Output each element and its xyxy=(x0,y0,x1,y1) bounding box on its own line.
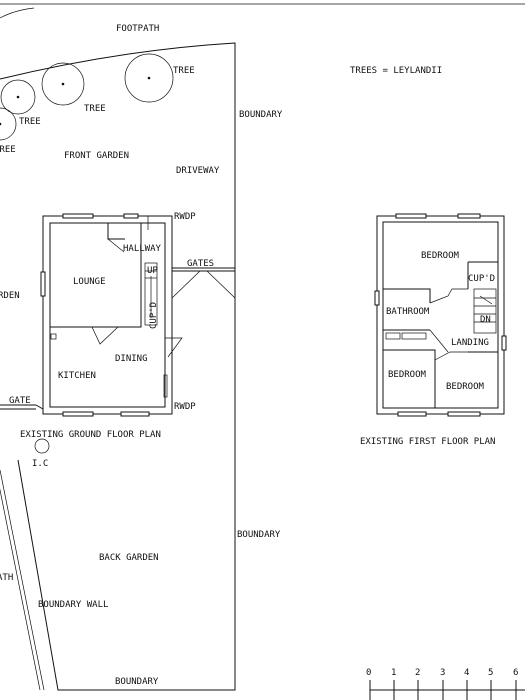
gf-lounge-label: LOUNGE xyxy=(73,277,106,287)
driveway-gates xyxy=(171,267,236,299)
gf-internal-wall xyxy=(50,223,142,328)
trees-note: TREES = LEYLANDII xyxy=(350,66,442,76)
ff-down-label: DN xyxy=(480,315,491,325)
ff-bedroom-front-label: BEDROOM xyxy=(421,251,460,261)
ff-window xyxy=(397,411,427,417)
gf-outer-wall xyxy=(42,215,173,415)
gf-window xyxy=(40,271,46,297)
tree-symbol xyxy=(0,107,17,141)
scale-bar-tick-label: 2 xyxy=(415,668,420,678)
ff-plan-title: EXISTING FIRST FLOOR PLAN xyxy=(360,437,495,447)
footpath-label: FOOTPATH xyxy=(116,24,159,34)
gate-leaf xyxy=(35,404,44,410)
gf-cupboard-label: CUP'D xyxy=(149,302,159,329)
ff-inner-wall xyxy=(382,221,499,409)
gate-leaf xyxy=(171,270,201,299)
tree-label: TREE xyxy=(173,66,195,76)
gf-window xyxy=(62,213,94,219)
gf-hallway-label: HALLWAY xyxy=(123,244,162,254)
boundary-wall-line xyxy=(0,469,45,691)
ff-bedroom-rear-left-label: BEDROOM xyxy=(388,370,427,380)
inspection-chamber-symbol xyxy=(34,438,50,454)
ff-door-swing xyxy=(429,329,449,353)
rwdp-label-bottom: RWDP xyxy=(174,402,196,412)
site-boundary-line xyxy=(0,42,236,691)
ff-internal-wall xyxy=(383,349,436,408)
first-floor-plan: BEDROOM CUP'D BATHROOM DN LANDING BEDROO… xyxy=(360,213,507,447)
gf-window xyxy=(62,411,94,417)
gf-up-label: UP xyxy=(147,266,158,276)
ic-label: I.C xyxy=(32,459,48,469)
tree-label: TREE xyxy=(0,145,16,155)
gf-door-swing xyxy=(107,238,125,253)
ff-bathroom-label: BATHROOM xyxy=(386,307,430,317)
scale-bar-tick-label: 3 xyxy=(440,668,445,678)
ff-stairs xyxy=(473,288,497,334)
gf-door-swing xyxy=(165,337,183,358)
ff-cupboard-label: CUP'D xyxy=(468,274,495,284)
tree-symbol xyxy=(124,53,174,103)
gf-stairs xyxy=(144,262,158,326)
back-garden-label: BACK GARDEN xyxy=(99,553,159,563)
scale-bar-tick-label: 1 xyxy=(391,668,396,678)
gate-leaf xyxy=(206,270,236,299)
ff-stair-arrow xyxy=(479,295,493,305)
boundary-label-right-bottom: BOUNDARY xyxy=(237,530,281,540)
footpath-label-partial: ATH xyxy=(0,573,13,583)
garden-label-partial: RDEN xyxy=(0,291,20,301)
front-garden-label: FRONT GARDEN xyxy=(64,151,129,161)
boundary-wall-line xyxy=(0,488,41,691)
tree-centre xyxy=(61,82,65,86)
driveway-label: DRIVEWAY xyxy=(176,166,220,176)
ff-window xyxy=(501,335,507,351)
gf-window xyxy=(120,411,150,417)
ff-door-swing xyxy=(434,351,468,361)
boundary-wall-label: BOUNDARY WALL xyxy=(38,600,108,610)
tree-label: TREE xyxy=(84,104,106,114)
gf-kitchen-label: KITCHEN xyxy=(58,371,96,381)
ff-bath-fixture xyxy=(401,332,427,340)
ff-outer-wall xyxy=(376,215,505,415)
ff-landing-label: LANDING xyxy=(451,338,489,348)
gates-label: GATES xyxy=(187,259,214,269)
tree-symbol xyxy=(41,62,85,106)
tree-group xyxy=(0,53,174,141)
gf-rear-door xyxy=(163,374,168,398)
boundary-label-bottom: BOUNDARY xyxy=(115,677,159,687)
gf-door-swing xyxy=(91,326,119,345)
gf-boiler xyxy=(50,333,57,340)
gf-plan-title: EXISTING GROUND FLOOR PLAN xyxy=(20,430,161,440)
ff-bedroom-rear-right-label: BEDROOM xyxy=(446,382,485,392)
ff-bath-fixture xyxy=(385,332,401,340)
tree-centre xyxy=(147,76,151,80)
scale-bar: 0 1 2 3 4 5 6 xyxy=(366,668,525,700)
ff-door-swing xyxy=(429,288,468,304)
ground-floor-plan: HALLWAY LOUNGE UP CUP'D DINING KITCHEN E… xyxy=(20,213,183,440)
scale-bar-tick-label: 4 xyxy=(464,668,469,678)
scale-bar-tick-label: 6 xyxy=(513,668,518,678)
ff-window xyxy=(457,213,481,219)
tree-label: TREE xyxy=(19,117,41,127)
tree-centre xyxy=(16,95,20,99)
tree-centre xyxy=(0,122,2,126)
scale-bar-tick-label: 5 xyxy=(488,668,493,678)
ff-window xyxy=(374,290,380,306)
corner-curve xyxy=(0,7,35,19)
ff-internal-wall xyxy=(383,288,431,303)
boundary-label-right-top: BOUNDARY xyxy=(239,110,283,120)
gf-window xyxy=(123,213,139,219)
gf-dining-label: DINING xyxy=(115,354,148,364)
rwdp-label-top: RWDP xyxy=(174,212,196,222)
gate-label: GATE xyxy=(9,396,31,406)
tree-symbol xyxy=(0,79,36,115)
gf-internal-wall xyxy=(107,223,125,240)
scale-bar-tick-label: 0 xyxy=(366,668,371,678)
ff-window xyxy=(447,411,481,417)
ff-window xyxy=(395,213,427,219)
